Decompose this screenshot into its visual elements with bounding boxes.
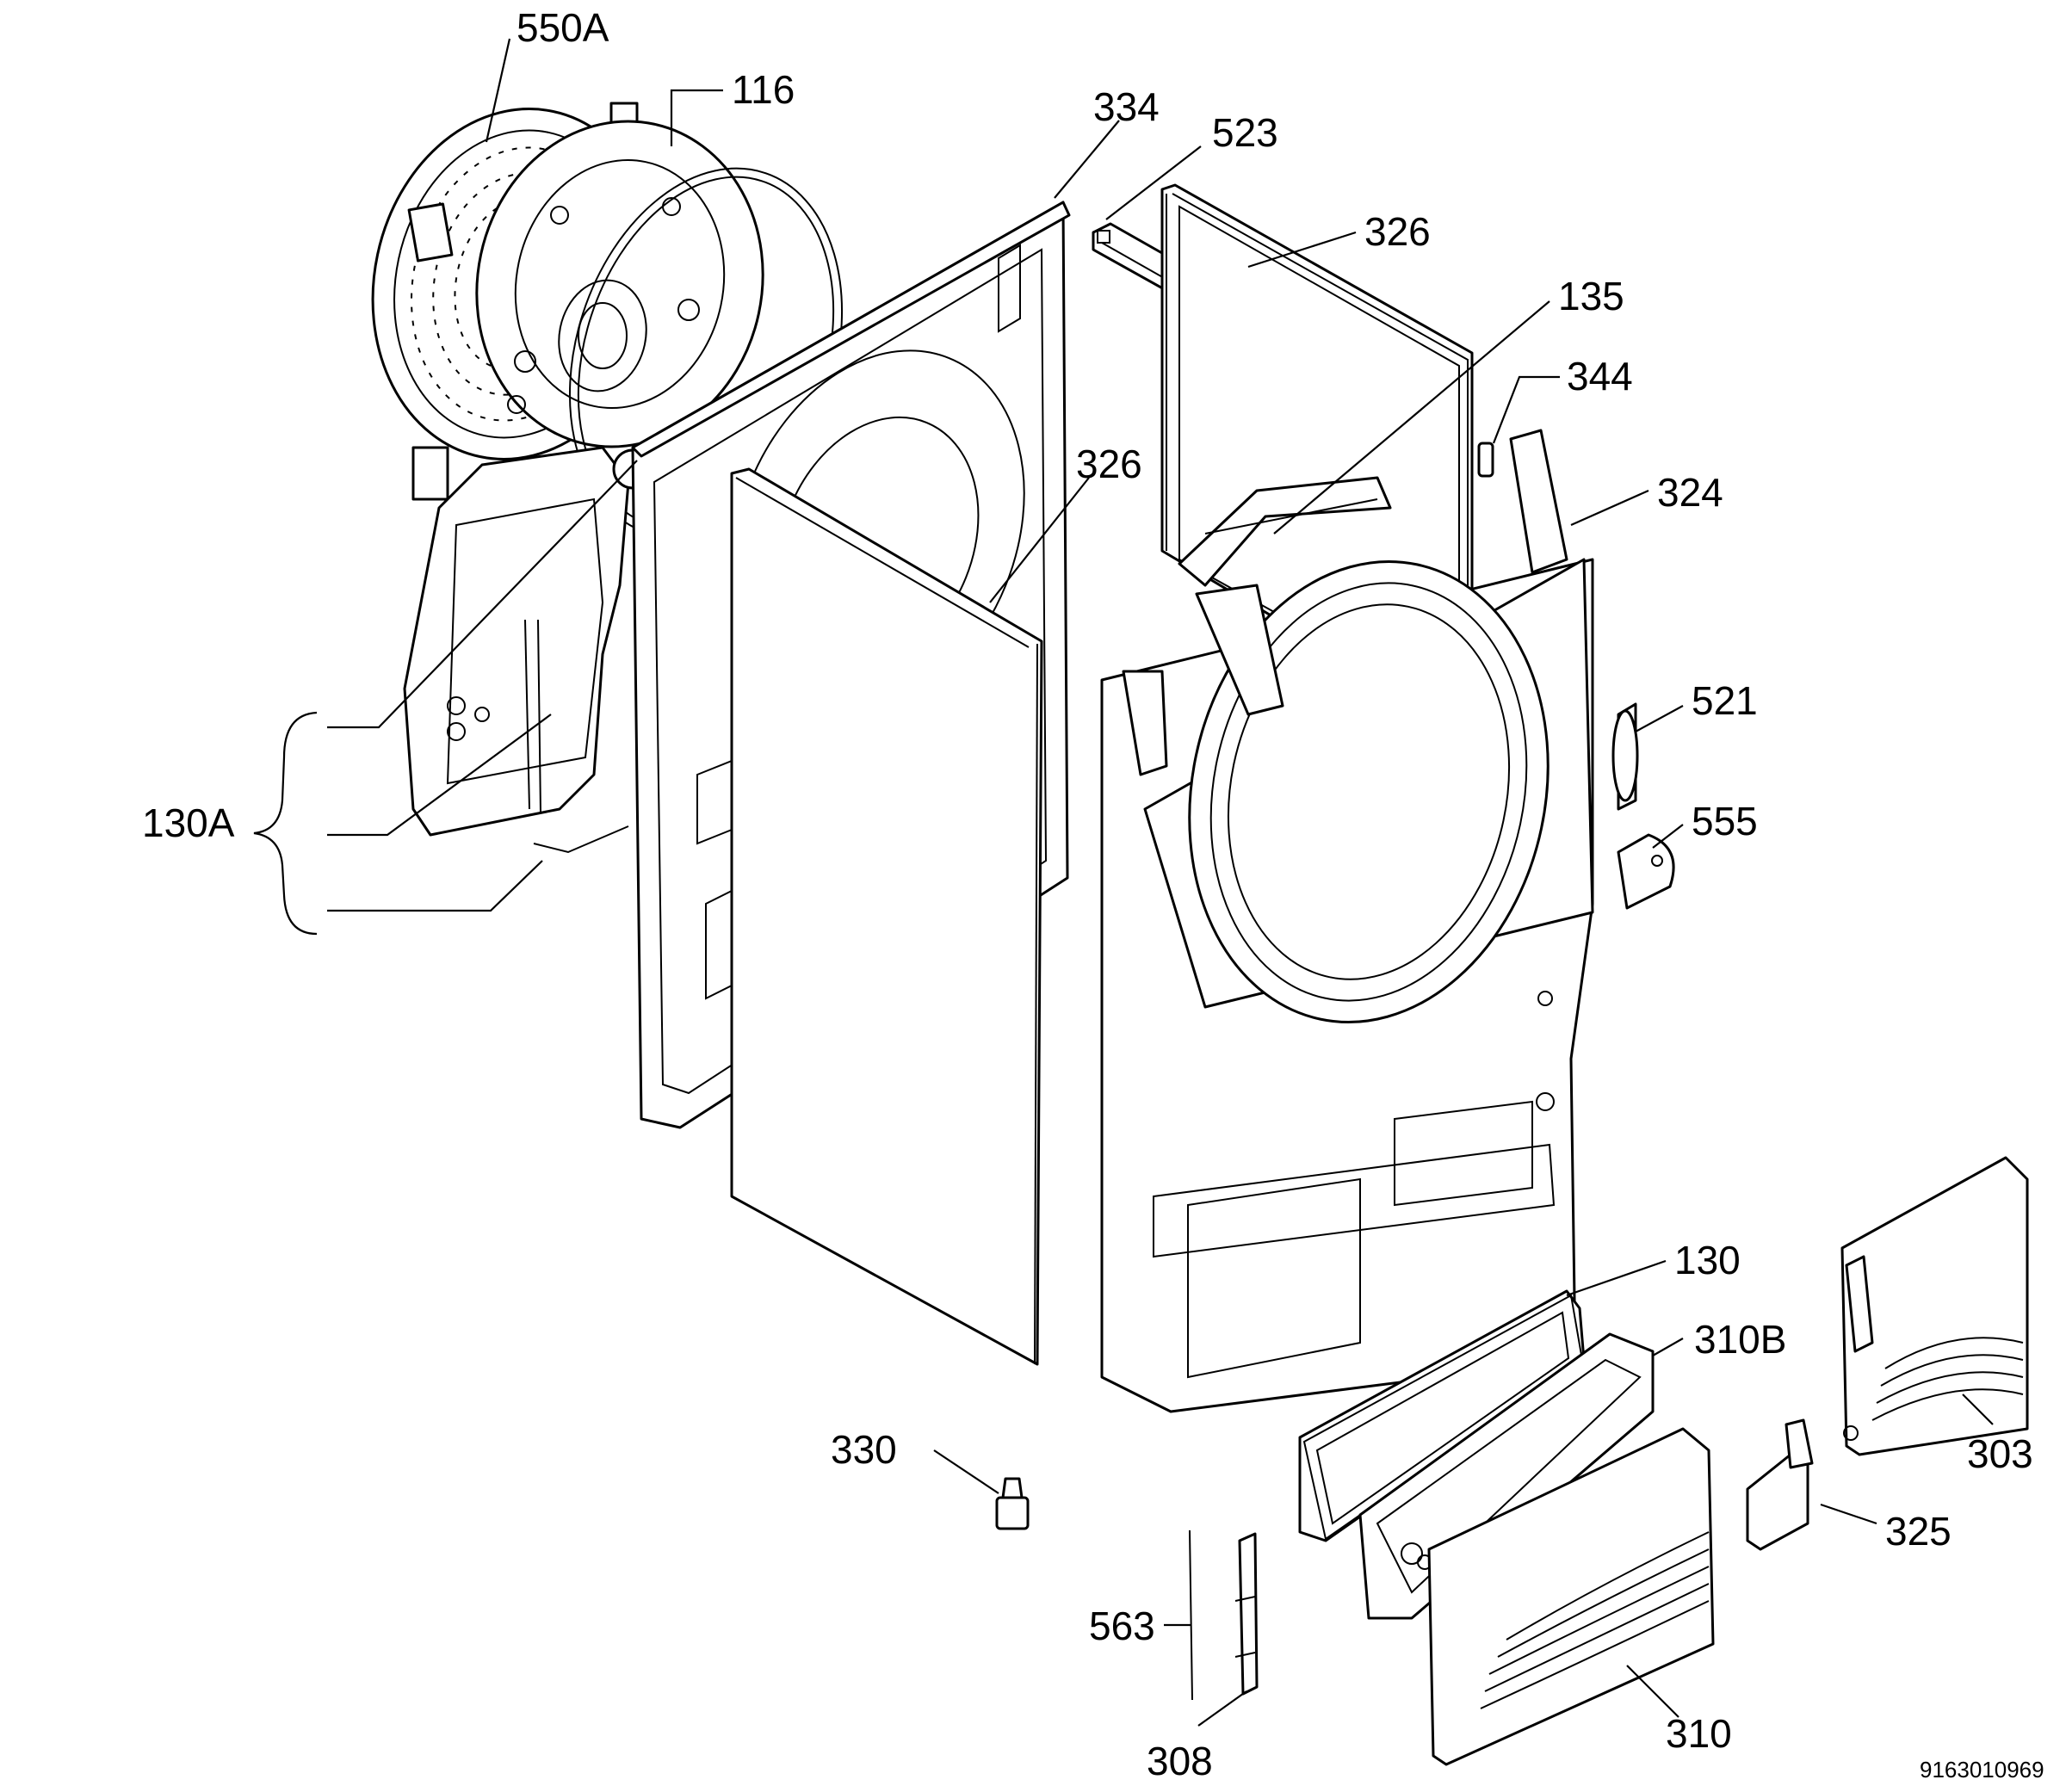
part-135-front-seal — [1178, 476, 1392, 716]
part-325-latch — [1746, 1418, 1814, 1551]
drawing-code: 9163010969 — [1920, 1757, 2044, 1783]
label-326-top: 326 — [1364, 209, 1431, 254]
part-310-filter-cover — [1427, 1427, 1715, 1766]
label-135: 135 — [1558, 274, 1624, 318]
label-563: 563 — [1089, 1604, 1155, 1648]
part-labels: 550A 116 334 523 326 135 344 326 324 521… — [142, 5, 2044, 1783]
label-130: 130 — [1674, 1238, 1741, 1282]
part-326-side-panel — [730, 467, 1043, 1366]
label-303: 303 — [1967, 1431, 2033, 1476]
part-555-cover — [1617, 833, 1675, 910]
label-523: 523 — [1212, 110, 1278, 155]
label-521: 521 — [1692, 678, 1758, 723]
label-326-side: 326 — [1076, 442, 1142, 486]
part-324-front-panel — [1100, 429, 1594, 1413]
label-116: 116 — [732, 67, 795, 112]
label-308: 308 — [1147, 1739, 1213, 1783]
label-130A: 130A — [142, 800, 235, 845]
part-130A-rear-duct-assembly — [403, 446, 653, 854]
label-555: 555 — [1692, 799, 1758, 843]
part-308-hinge-bracket — [1234, 1532, 1259, 1696]
part-303-grille-cover — [1840, 1156, 2029, 1456]
leader-lines — [327, 38, 1994, 1727]
part-563-rod — [1189, 1529, 1193, 1701]
label-334: 334 — [1093, 84, 1160, 129]
part-344-clip — [1477, 442, 1494, 478]
label-310: 310 — [1666, 1711, 1732, 1756]
label-550A: 550A — [516, 5, 609, 50]
label-330: 330 — [831, 1427, 897, 1472]
label-325: 325 — [1885, 1509, 1952, 1554]
label-310B: 310B — [1694, 1317, 1786, 1362]
part-330-foot — [995, 1477, 1030, 1530]
part-116-rear-plate — [475, 120, 764, 448]
label-344: 344 — [1567, 354, 1633, 399]
part-521-button — [1611, 702, 1639, 811]
brace-130A — [253, 711, 318, 936]
label-324: 324 — [1657, 470, 1723, 515]
